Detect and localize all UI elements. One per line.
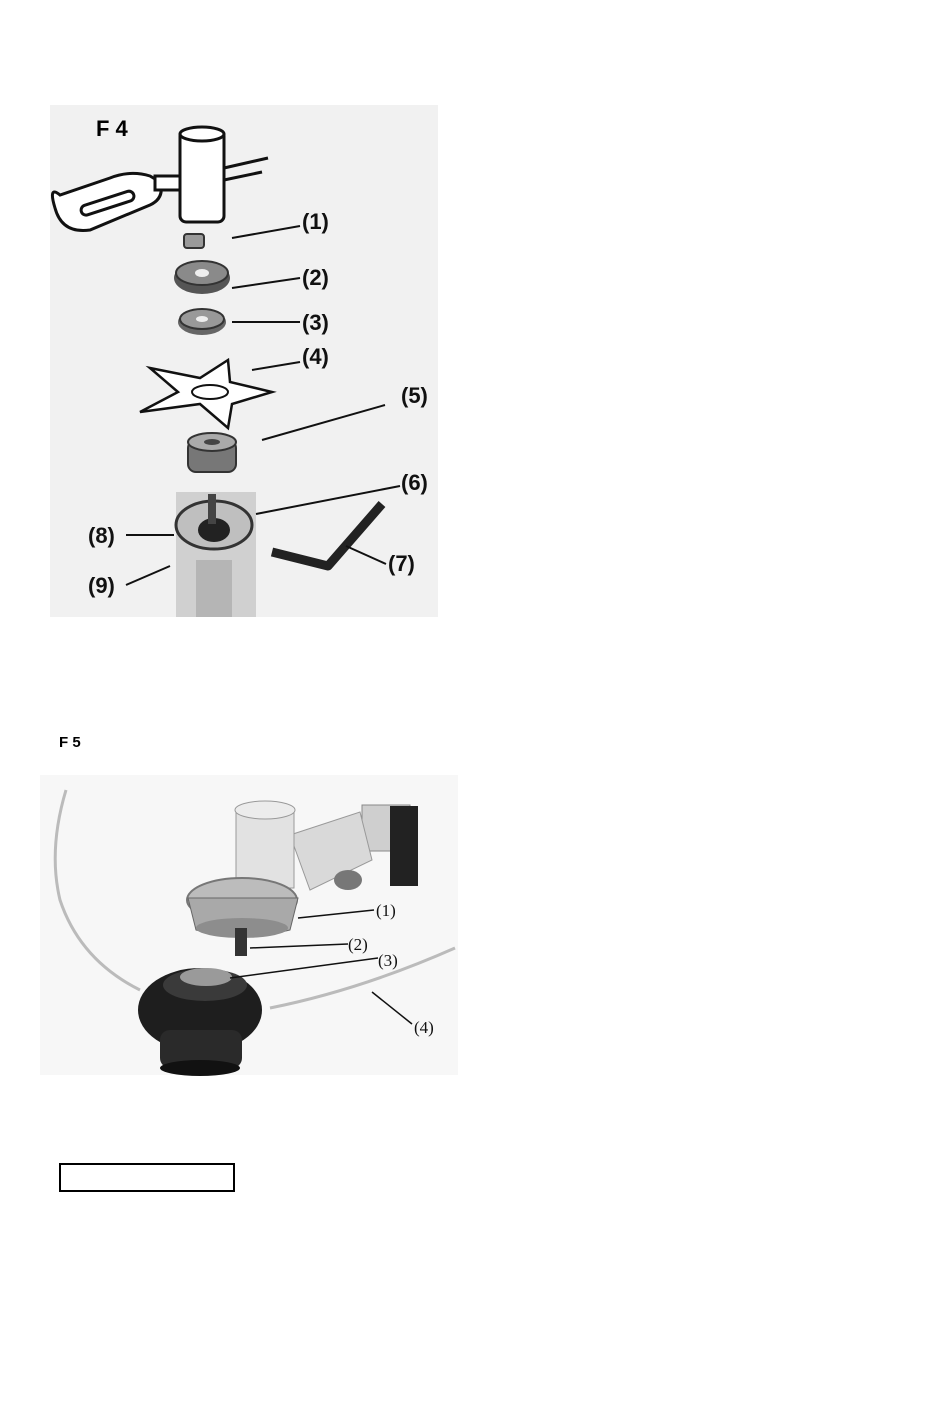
part-spindle-shaft xyxy=(235,928,247,956)
f5-callout-4: (4) xyxy=(414,1018,434,1037)
empty-caption-box xyxy=(59,1163,235,1192)
trimmer-line-left xyxy=(55,790,140,990)
f5-callout-1: (1) xyxy=(376,901,396,920)
f5-callout-3: (3) xyxy=(378,951,398,970)
figure-f5-diagram: (1) (2) (3) (4) xyxy=(0,0,950,1100)
trimmer-line-right xyxy=(270,948,455,1008)
part-trimmer-head xyxy=(138,968,262,1076)
f5-callout-2: (2) xyxy=(348,935,368,954)
